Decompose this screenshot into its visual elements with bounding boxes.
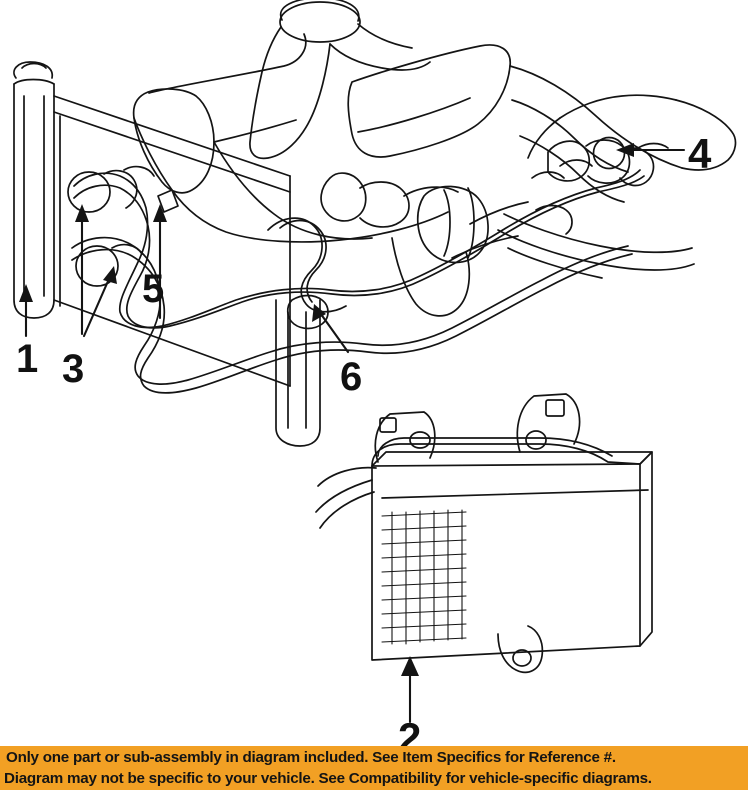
oil-cooler-bracket-bottom-hole bbox=[512, 649, 532, 667]
line-fitting-4c bbox=[637, 142, 669, 149]
callout-arrowheads bbox=[19, 143, 634, 676]
oil-cooler-tube-upper bbox=[317, 466, 377, 487]
oil-cooler-bracket-left bbox=[374, 411, 436, 463]
radiator-side-tank bbox=[13, 83, 55, 319]
transmission-tail-top bbox=[559, 94, 677, 119]
callout-label-3: 3 bbox=[62, 347, 84, 391]
disclaimer-line-1: Only one part or sub-assembly in diagram… bbox=[6, 749, 616, 766]
oil-cooler-bracket-top-hole bbox=[525, 430, 547, 450]
intake-plenum-seam bbox=[329, 43, 431, 71]
transmission-oil-cooler bbox=[315, 393, 653, 674]
leader-line-3b bbox=[82, 270, 114, 338]
cooler-line-clamp-upper bbox=[157, 189, 179, 213]
transmission-lobe-b bbox=[585, 139, 631, 184]
callout-label-4: 4 bbox=[688, 130, 712, 177]
transmission-cooler-lines bbox=[67, 165, 645, 394]
oil-cooler-tube-outlet bbox=[319, 491, 375, 529]
oil-pan bbox=[391, 237, 471, 317]
arrowhead-1 bbox=[19, 284, 33, 302]
line-fitting-4a bbox=[592, 136, 626, 170]
disclaimer-banner: Only one part or sub-assembly in diagram… bbox=[0, 746, 748, 790]
intake-plenum-top bbox=[357, 23, 413, 49]
callout-label-6: 6 bbox=[340, 355, 362, 399]
radiator-lower-outlet bbox=[275, 299, 321, 447]
oil-cooler-tank-divider bbox=[381, 489, 649, 499]
arrowhead-5 bbox=[153, 204, 167, 222]
arrowhead-3b bbox=[103, 266, 117, 284]
radiator-neck bbox=[13, 61, 54, 79]
accessory-lobe-a bbox=[320, 172, 367, 222]
cooler-hose-fitting-c bbox=[123, 165, 155, 177]
arrowhead-6 bbox=[312, 304, 326, 322]
oil-cooler-bracket-left-slot bbox=[379, 417, 397, 433]
transmission-body-contour-1 bbox=[511, 99, 629, 173]
engine-block-lower bbox=[133, 117, 449, 243]
oil-cooler-bracket-bottom bbox=[497, 625, 544, 674]
transmission-lobe-a bbox=[547, 140, 591, 182]
transmission-tailshaft bbox=[675, 99, 737, 171]
oil-cooler-fin-mesh bbox=[381, 509, 467, 645]
cooler-hose-fitting-b bbox=[103, 169, 138, 209]
cooler-hose-fitting-a bbox=[67, 171, 111, 213]
transmission-pan-top bbox=[503, 213, 693, 254]
oil-cooler-tube-top-loop-2 bbox=[377, 437, 613, 457]
leader-line-6 bbox=[316, 308, 350, 354]
cooler-line-lower-shadow bbox=[71, 248, 633, 394]
radiator-core-top-back bbox=[53, 111, 291, 193]
oil-cooler-tube-inlet bbox=[315, 479, 373, 513]
oil-cooler-bracket-top-slot bbox=[545, 399, 565, 417]
oil-filler-cap bbox=[279, 1, 361, 43]
callout-label-5: 5 bbox=[142, 267, 164, 311]
valve-cover-right bbox=[347, 44, 511, 158]
cooler-line-clamp-mid bbox=[535, 204, 573, 235]
callout-label-1: 1 bbox=[16, 337, 38, 381]
oil-cooler-bracket-left-hole bbox=[409, 431, 431, 449]
oil-cooler-bracket-top bbox=[516, 393, 581, 453]
transmission-assembly bbox=[451, 65, 737, 279]
cooler-line-lower bbox=[71, 236, 629, 385]
accessory-lobe-b bbox=[359, 181, 410, 228]
arrowhead-3a bbox=[75, 204, 89, 222]
disclaimer-line-2: Diagram may not be specific to your vehi… bbox=[4, 770, 652, 787]
cooler-line-upper bbox=[73, 169, 641, 329]
cooler-line-upper-shadow bbox=[73, 175, 645, 329]
cooler-hose-fitting-e bbox=[111, 243, 143, 255]
cooler-line-clamp-lower bbox=[286, 294, 329, 330]
arrowhead-4 bbox=[616, 143, 634, 157]
transmission-top-edge bbox=[509, 65, 683, 169]
bellhousing-boss bbox=[416, 185, 489, 264]
transmission-body-contour-2 bbox=[519, 135, 625, 203]
radiator-core-top-front bbox=[53, 95, 291, 177]
oil-cooler-right-face bbox=[639, 451, 653, 647]
cooler-line-s-bend-shadow bbox=[279, 219, 327, 303]
arrowhead-2 bbox=[401, 656, 419, 676]
